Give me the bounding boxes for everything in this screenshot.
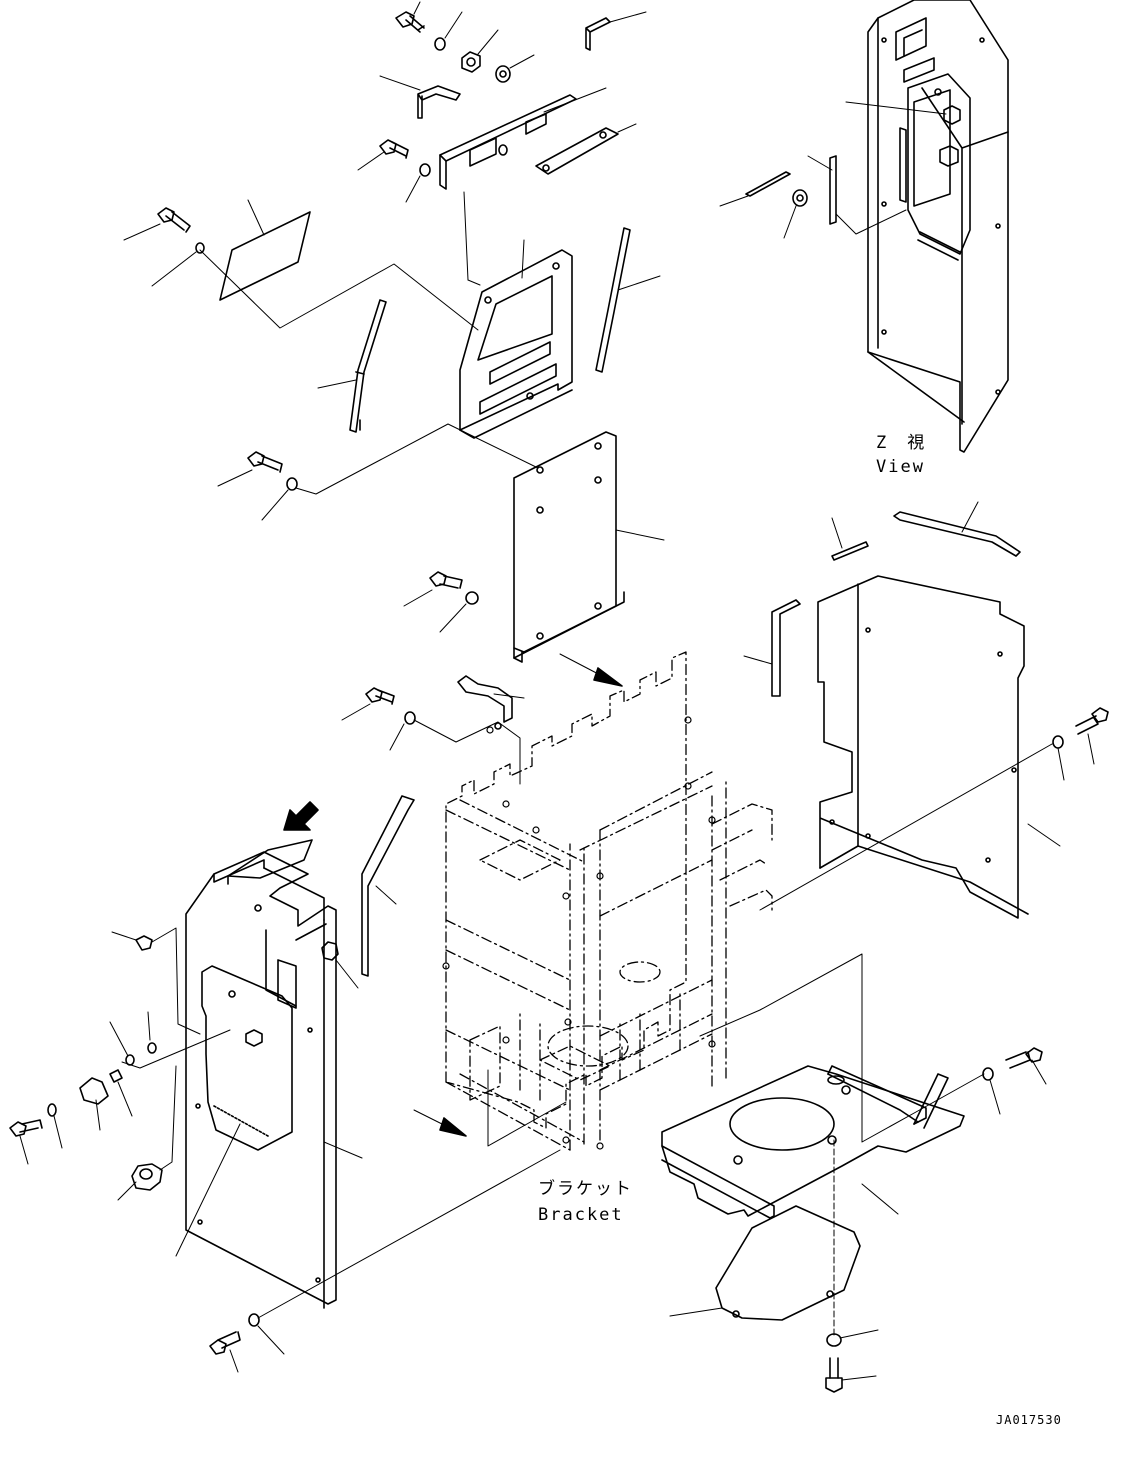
arrow-center [559, 653, 623, 687]
tray-cover-washer [826, 1329, 879, 1347]
top-washer-2 [495, 54, 535, 83]
left-grommet-2 [117, 1163, 163, 1201]
bracket-label-jp: ブラケット [538, 1178, 633, 1199]
center-frame [445, 651, 773, 1151]
left-small-washer [147, 1011, 157, 1054]
left-small-clip [109, 1021, 135, 1066]
left-washer-top [151, 242, 205, 287]
bracket-label-en: Bracket [538, 1205, 624, 1225]
tray-cover [669, 1205, 861, 1321]
top-clip-right [585, 11, 647, 51]
drawing-code: JA017530 [996, 1413, 1062, 1427]
z-view-panel [845, 0, 1009, 453]
left-strip [317, 299, 387, 433]
leader-cover [199, 249, 479, 331]
washer-center [439, 591, 479, 633]
right-strip [595, 227, 661, 373]
bolt-frame-top [341, 687, 395, 721]
z-view-label-en: View [876, 457, 925, 477]
bolt-center [403, 571, 463, 607]
top-nut [461, 29, 499, 73]
leader-z-rod [835, 209, 907, 235]
mid-bolt-2 [217, 451, 283, 487]
mid-washer-1 [405, 163, 431, 203]
small-bracket [457, 675, 525, 730]
left-cap-nut [321, 941, 359, 989]
leader-frame-right [487, 1069, 567, 1147]
washer-frame-top [389, 711, 416, 751]
left-cover-plate [219, 199, 311, 301]
top-washer-1 [434, 11, 463, 51]
z-view-rod [807, 155, 837, 225]
tray-bolt [1005, 1047, 1047, 1085]
bottom-left-bolt [209, 1331, 241, 1373]
upper-bracket-plate [439, 87, 607, 190]
right-washer [1052, 735, 1065, 781]
bottom-tray [661, 1065, 965, 1219]
left-bolt-lower [9, 1119, 43, 1165]
leader-grommet-2 [159, 1065, 177, 1171]
left-lower-panel [175, 839, 363, 1309]
right-side-panel [817, 575, 1061, 919]
direction-arrow [283, 801, 319, 831]
right-top-rod [831, 517, 869, 561]
right-bolt [1075, 707, 1109, 765]
leader-grommet [151, 927, 201, 1035]
leader-bottom-left [257, 1149, 561, 1319]
arrow-frame [413, 1109, 467, 1137]
leader-tray [699, 953, 985, 1143]
mid-bolt-1 [357, 139, 409, 171]
frame-holes [442, 716, 716, 1150]
tray-cover-bolt [825, 1357, 877, 1393]
leader-lower-frame [295, 423, 539, 495]
leader-frame [463, 191, 469, 281]
bottom-left-washer [248, 1313, 285, 1355]
left-washer-lower [47, 1103, 63, 1149]
left-spacer [109, 1069, 133, 1117]
right-vertical-strip [743, 599, 801, 697]
left-grommet-1 [111, 931, 153, 951]
top-clip-left [379, 75, 461, 119]
left-latch [79, 1077, 109, 1131]
z-view-label-jp: Z 視 [876, 433, 926, 453]
z-view-pin [719, 171, 791, 207]
tray-washer [982, 1067, 1001, 1115]
center-plate [513, 431, 665, 663]
leader-latch [121, 1029, 231, 1069]
leader-right-frame [759, 743, 1053, 911]
leader-bracket [413, 719, 521, 785]
window-frame [459, 239, 573, 439]
left-vertical-strip [361, 795, 415, 977]
right-top-bar [893, 501, 1021, 557]
upper-strip [535, 123, 637, 175]
mid-washer-2 [261, 477, 298, 521]
z-view-washer [783, 189, 808, 239]
left-bolt-top [123, 207, 191, 241]
top-bolt-1 [395, 1, 425, 33]
